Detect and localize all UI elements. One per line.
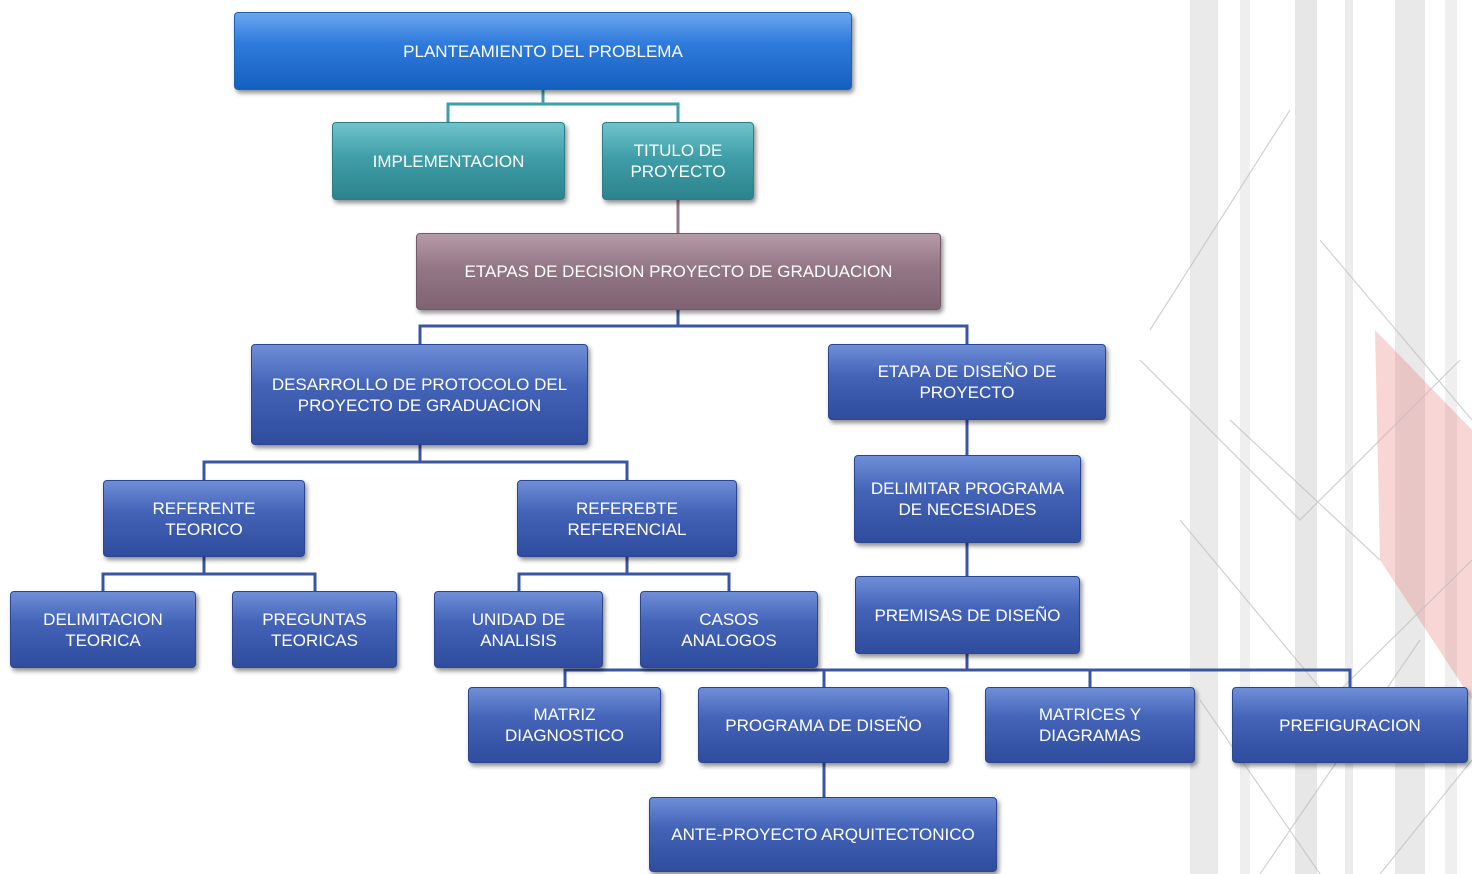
node-label: DELIMITACION TEORICA xyxy=(43,609,163,650)
node-titulo-de-proyecto: TITULO DE PROYECTO xyxy=(602,122,754,200)
connector-planteamiento-to-level2 xyxy=(446,90,680,122)
node-label: ETAPAS DE DECISION PROYECTO DE GRADUACIO… xyxy=(464,262,893,281)
node-planteamiento-del-problema: PLANTEAMIENTO DEL PROBLEMA xyxy=(234,12,852,90)
node-label: ANTE-PROYECTO ARQUITECTONICO xyxy=(671,825,975,844)
node-ante-proyecto-arquitectonico: ANTE-PROYECTO ARQUITECTONICO xyxy=(649,797,997,872)
node-label: PREGUNTAS TEORICAS xyxy=(262,609,367,650)
connector-etapas-to-children xyxy=(418,310,969,344)
node-preguntas-teoricas: PREGUNTAS TEORICAS xyxy=(232,591,397,668)
node-etapa-de-diseno: ETAPA DE DISEÑO DE PROYECTO xyxy=(828,344,1106,420)
node-label: REFEREBTE REFERENCIAL xyxy=(567,498,687,539)
node-etapas-de-decision: ETAPAS DE DECISION PROYECTO DE GRADUACIO… xyxy=(416,233,941,310)
red-accent-shape xyxy=(1375,330,1472,700)
connector-desarrollo-to-children xyxy=(202,445,629,480)
node-label: DELIMITAR PROGRAMA DE NECESIADES xyxy=(870,479,1065,519)
node-premisas-de-diseno: PREMISAS DE DISEÑO xyxy=(855,576,1080,654)
node-referebte-referencial: REFEREBTE REFERENCIAL xyxy=(517,480,737,557)
node-prefiguracion: PREFIGURACION xyxy=(1232,687,1468,763)
node-label: PREMISAS DE DISEÑO xyxy=(874,605,1061,625)
node-label: PLANTEAMIENTO DEL PROBLEMA xyxy=(403,41,683,61)
node-label: DESARROLLO DE PROTOCOLO DEL PROYECTO DE … xyxy=(271,374,568,415)
node-label: UNIDAD DE ANALISIS xyxy=(471,609,566,650)
node-unidad-de-analisis: UNIDAD DE ANALISIS xyxy=(434,591,603,668)
node-delimitar-programa: DELIMITAR PROGRAMA DE NECESIADES xyxy=(854,455,1081,543)
node-label: MATRICES Y DIAGRAMAS xyxy=(1038,705,1142,745)
node-label: REFERENTE TEORICO xyxy=(152,498,256,539)
node-matrices-y-diagramas: MATRICES Y DIAGRAMAS xyxy=(985,687,1195,763)
node-casos-analogos: CASOS ANALOGOS xyxy=(640,591,818,668)
connector-referente-to-children xyxy=(101,557,317,591)
node-label: ETAPA DE DISEÑO DE PROYECTO xyxy=(877,362,1057,402)
node-referente-teorico: REFERENTE TEORICO xyxy=(103,480,305,557)
node-programa-de-diseno: PROGRAMA DE DISEÑO xyxy=(698,687,949,763)
node-label: PREFIGURACION xyxy=(1279,715,1421,735)
node-label: MATRIZ DIAGNOSTICO xyxy=(504,705,624,745)
node-matriz-diagnostico: MATRIZ DIAGNOSTICO xyxy=(468,687,661,763)
node-delimitacion-teorica: DELIMITACION TEORICA xyxy=(10,591,196,668)
node-label: TITULO DE PROYECTO xyxy=(630,141,726,181)
node-implementacion: IMPLEMENTACION xyxy=(332,122,565,200)
node-label: IMPLEMENTACION xyxy=(372,151,525,171)
node-desarrollo-de-protocolo: DESARROLLO DE PROTOCOLO DEL PROYECTO DE … xyxy=(251,344,588,445)
node-label: CASOS ANALOGOS xyxy=(681,609,777,650)
node-label: PROGRAMA DE DISEÑO xyxy=(725,715,922,735)
connector-premisas-to-level6 xyxy=(563,654,1352,687)
connector-referebte-to-children xyxy=(517,557,731,591)
